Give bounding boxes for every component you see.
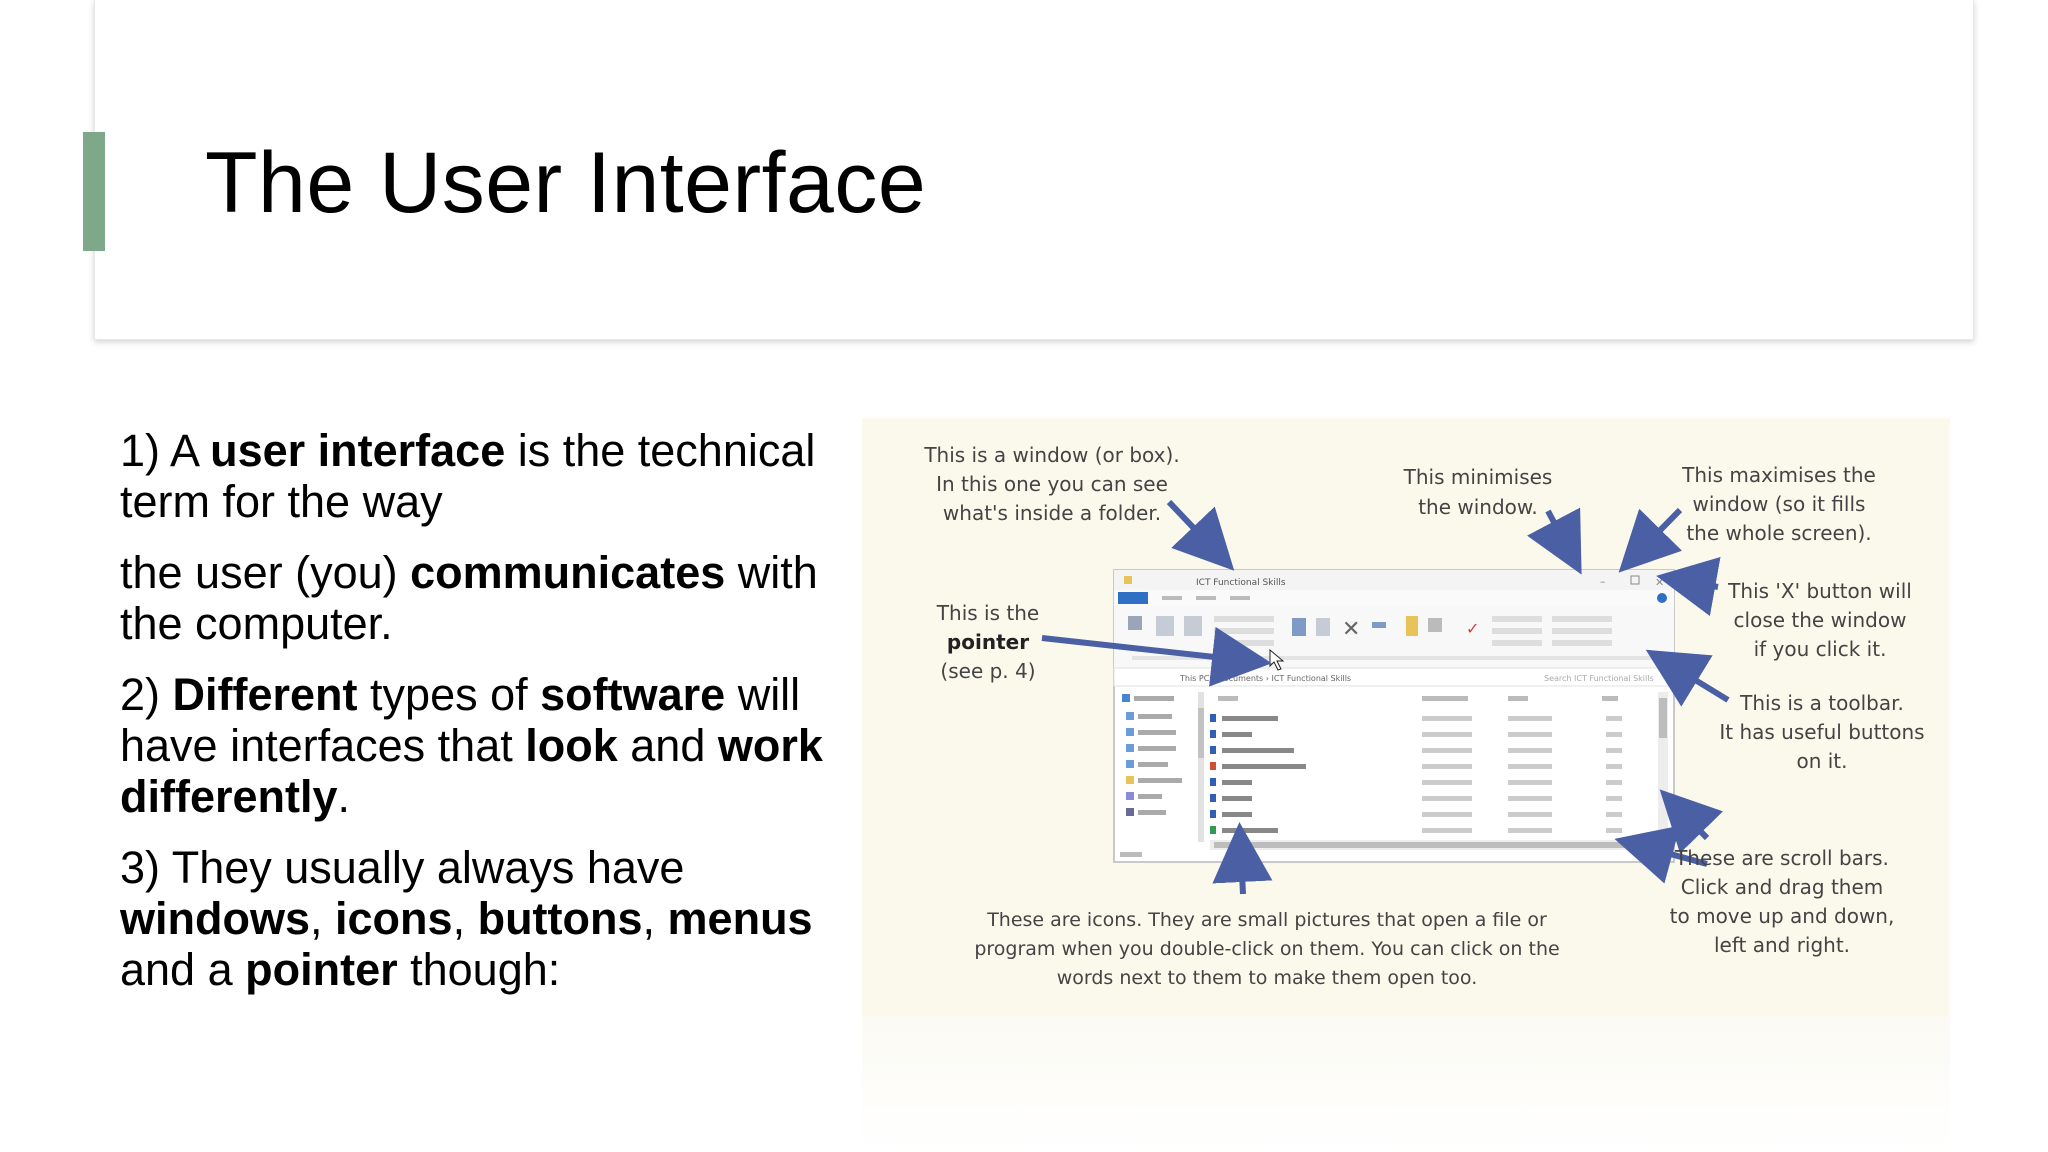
body-text: 1) A user interface is the technical ter…	[120, 425, 840, 1015]
svg-text:(see p. 4): (see p. 4)	[940, 659, 1035, 683]
svg-text:words next to them to make the: words next to them to make them open too…	[1057, 967, 1478, 989]
arrow-toolbar	[1645, 649, 1730, 707]
annotation-pointer: This is the pointer (see p. 4)	[936, 601, 1039, 683]
annotation-window: This is a window (or box). In this one y…	[923, 443, 1179, 525]
arrow-window	[1166, 499, 1235, 571]
ui-diagram-figure: ICT Functional Skills – ✕ ✕ ✓	[862, 418, 1950, 1016]
svg-text:pointer: pointer	[947, 630, 1029, 654]
slide-title: The User Interface	[205, 135, 927, 231]
svg-text:This is a toolbar.: This is a toolbar.	[1739, 691, 1904, 715]
point-1: 1) A user interface is the technical ter…	[120, 425, 816, 527]
maximise-button	[1630, 575, 1640, 585]
svg-text:This maximises the: This maximises the	[1681, 463, 1876, 487]
address-bar: This PC › Documents › ICT Functional Ski…	[1179, 674, 1351, 683]
arrow-close	[1656, 556, 1721, 617]
svg-text:✓: ✓	[1466, 619, 1479, 638]
explorer-window-screenshot: ICT Functional Skills – ✕ ✕ ✓	[1113, 569, 1675, 863]
svg-text:close the window: close the window	[1734, 608, 1907, 632]
ui-diagram: ICT Functional Skills – ✕ ✕ ✓	[923, 443, 1924, 989]
svg-text:Click and drag them: Click and drag them	[1681, 875, 1884, 899]
svg-text:This minimises: This minimises	[1403, 465, 1553, 489]
svg-text:what's inside a folder.: what's inside a folder.	[943, 501, 1161, 525]
arrow-scroll-vertical	[1659, 789, 1723, 854]
title-card	[94, 0, 1974, 340]
point-2: 2) Different types of software will have…	[120, 669, 823, 822]
window-title: ICT Functional Skills	[1196, 578, 1286, 588]
arrow-pointer	[1041, 626, 1272, 687]
navigation-pane	[1122, 692, 1204, 842]
point-1-cont: the user (you) communicates with the com…	[120, 547, 818, 649]
ribbon-toolbar: ✕ ✓	[1114, 606, 1674, 668]
svg-text:left and right.: left and right.	[1714, 933, 1850, 957]
svg-text:This is a window (or box).: This is a window (or box).	[923, 443, 1179, 467]
svg-text:These are scroll bars.: These are scroll bars.	[1674, 846, 1889, 870]
arrow-scroll-horizontal	[1614, 825, 1708, 884]
figure-fade	[862, 1016, 1950, 1152]
annotation-minimise: This minimises the window.	[1403, 465, 1553, 519]
svg-text:window (so it fills: window (so it fills	[1693, 492, 1866, 516]
arrow-minimise	[1527, 507, 1582, 575]
svg-text:on it.: on it.	[1796, 749, 1847, 773]
svg-text:These are icons. They are smal: These are icons. They are small pictures…	[986, 909, 1547, 931]
arrow-icons	[1212, 822, 1273, 895]
svg-text:to move up and down,: to move up and down,	[1670, 904, 1895, 928]
annotation-maximise: This maximises the window (so it fills t…	[1681, 463, 1876, 545]
minimise-button: –	[1600, 575, 1606, 588]
title-accent-bar	[83, 132, 105, 251]
svg-text:✕: ✕	[1342, 617, 1360, 642]
annotation-toolbar: This is a toolbar. It has useful buttons…	[1719, 691, 1924, 773]
svg-text:This 'X' button will: This 'X' button will	[1727, 579, 1912, 603]
svg-text:It has useful buttons: It has useful buttons	[1719, 720, 1924, 744]
svg-text:In this one you can see: In this one you can see	[936, 472, 1168, 496]
svg-text:This is the: This is the	[936, 601, 1039, 625]
search-box: Search ICT Functional Skills	[1544, 674, 1654, 683]
file-tab	[1118, 592, 1148, 604]
point-3: 3) They usually always have windows, ico…	[120, 842, 813, 995]
vertical-scrollbar	[1658, 692, 1668, 838]
svg-text:program when you double-click: program when you double-click on them. Y…	[974, 938, 1559, 960]
annotation-arrows	[1041, 499, 1730, 895]
annotation-icons: These are icons. They are small pictures…	[974, 909, 1559, 989]
arrow-maximise	[1618, 507, 1683, 573]
annotation-close: This 'X' button will close the window if…	[1727, 579, 1912, 661]
svg-text:the whole screen).: the whole screen).	[1686, 521, 1871, 545]
close-button: ✕	[1655, 576, 1664, 589]
svg-text:if you click it.: if you click it.	[1754, 637, 1887, 661]
svg-text:the window.: the window.	[1418, 495, 1538, 519]
annotation-scroll-bars: These are scroll bars. Click and drag th…	[1670, 846, 1895, 957]
